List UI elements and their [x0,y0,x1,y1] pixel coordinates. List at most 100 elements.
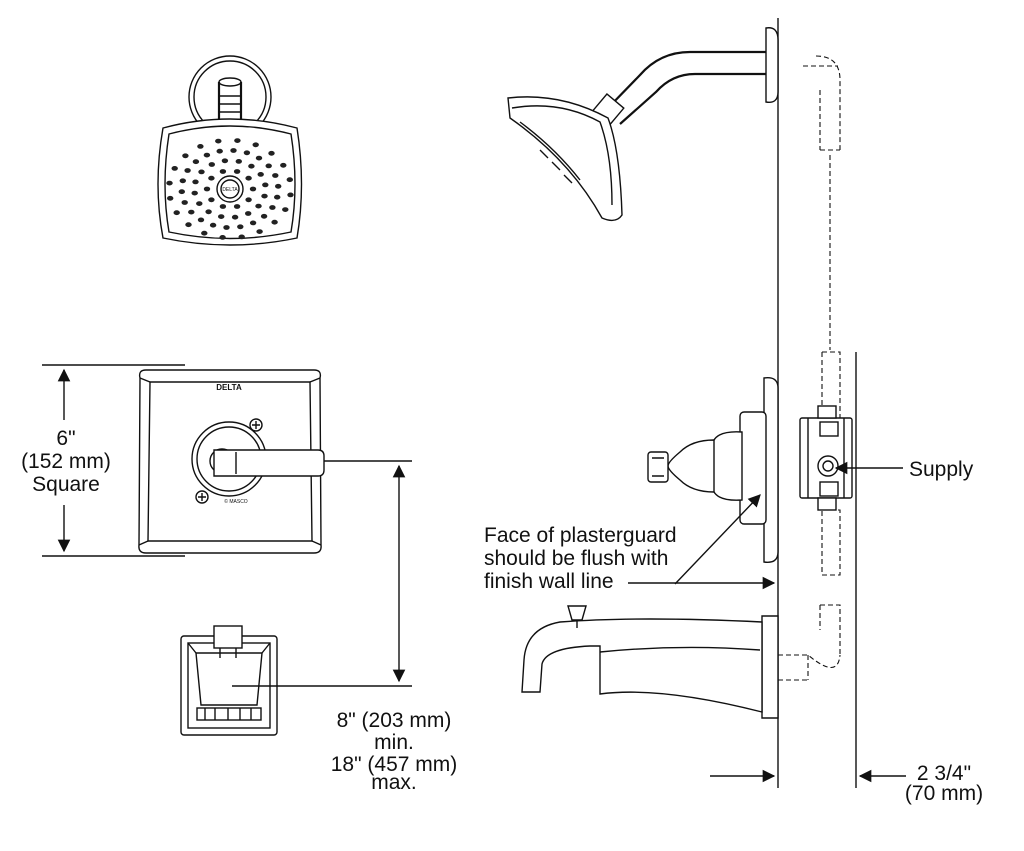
spray-nozzle [237,224,244,230]
spray-nozzle [188,209,195,215]
spray-nozzle [219,169,227,174]
supply-label: Supply [909,458,974,481]
spray-nozzle [208,175,215,181]
spray-nozzle [184,168,191,173]
spray-nozzle [287,192,294,198]
spray-nozzle [208,197,215,203]
spacing-line-3: 18" (457 mm) [331,753,458,776]
spray-nozzle [209,222,217,228]
spray-nozzle [286,177,293,183]
valve-body-side [799,405,853,511]
spray-nozzle [191,190,198,196]
spray-nozzle [216,148,223,154]
plate-size-line-3: Square [32,473,100,496]
spray-nozzle [166,180,173,186]
spray-nozzles [166,138,294,240]
spray-nozzle [234,138,241,144]
spray-nozzle [255,155,263,161]
spray-nozzle [198,169,205,175]
depth-line-1: 2 3/4" [917,762,971,785]
spray-nozzle [238,234,245,240]
spray-nozzle [221,158,229,164]
spray-nozzle [182,153,189,159]
depth-line-2: (70 mm) [905,782,983,805]
spray-nozzle [173,210,180,216]
spray-nozzle [274,194,281,200]
spray-nozzle [233,204,241,209]
spray-nozzle [261,193,268,199]
spacing-line-2: min. [374,731,414,754]
spray-nozzle [245,211,252,216]
spray-nozzle [201,230,208,236]
handle-to-spout-dimension [232,460,412,687]
plate-size-line-2: (152 mm) [21,450,111,473]
plasterguard-callout [628,494,776,590]
spray-nozzle [280,162,287,168]
spray-nozzle [272,173,279,178]
spray-nozzle [255,203,262,209]
spray-nozzle [282,207,289,213]
spray-nozzle [265,163,272,169]
spray-nozzle [167,195,174,201]
spray-nozzle [218,214,225,220]
spray-nozzle [219,235,226,240]
tub-spout-front-view [180,625,278,736]
spray-nozzle [243,150,251,156]
spray-nozzle [252,142,259,148]
plasterguard-line-1: Face of plasterguard [484,524,677,547]
spray-nozzle [208,162,215,167]
spray-nozzle [181,200,188,205]
spray-nozzle [205,209,212,215]
spacing-line-4: max. [371,771,417,794]
spacing-line-1: 8" (203 mm) [337,709,452,732]
spray-nozzle [235,159,242,164]
plate-size-label: 6" (152 mm) Square [21,427,111,496]
spray-nozzle [257,172,264,177]
plasterguard-line-2: should be flush with [484,547,668,570]
spray-nozzle [197,217,205,223]
trim-plate-logo: DELTA [216,383,242,392]
spray-nozzle [271,219,278,225]
spray-nozzle [197,144,204,149]
plasterguard-label: Face of plasterguard should be flush wit… [484,524,677,593]
spray-nozzle [262,182,269,188]
valve-trim-front-view: DELTA © MASCO [138,369,325,554]
showerhead-front-view: DELTA [157,55,303,246]
spray-nozzle [203,186,211,192]
spacing-label: 8" (203 mm) min. 18" (457 mm) max. [331,709,458,794]
spray-nozzle [192,159,200,165]
plate-height-dimension [42,364,185,557]
spray-nozzle [179,178,186,184]
spray-nozzle [219,204,227,209]
spray-nozzle [249,220,257,226]
spray-nozzle [203,152,211,158]
finish-wall-line [777,18,857,788]
spray-nozzle [245,197,252,203]
spray-nozzle [245,175,252,181]
trim-plate-mark: © MASCO [224,498,248,505]
plate-size-line-1: 6" [56,427,75,450]
spray-nozzle [249,186,257,192]
spray-nozzle [196,201,203,207]
spray-nozzle [192,179,199,185]
showerhead-side-view [507,27,779,222]
spray-nozzle [269,205,276,210]
tub-spout-side-view [521,605,779,719]
spray-nozzle [231,214,239,220]
spray-nozzle [275,183,282,189]
spray-nozzle [256,229,263,235]
spray-nozzle [185,222,192,228]
spray-nozzle [248,163,255,169]
spray-nozzle [260,213,268,219]
hidden-supply-pipes [778,55,841,681]
spray-nozzle [223,225,230,230]
spray-nozzle [230,148,237,153]
spray-nozzle [178,189,185,195]
spray-nozzle [233,169,241,174]
plasterguard-line-3: finish wall line [484,570,614,593]
spray-nozzle [215,138,222,144]
showerhead-logo: DELTA [222,187,238,193]
spray-nozzle [171,166,178,171]
spray-nozzle [268,150,275,156]
